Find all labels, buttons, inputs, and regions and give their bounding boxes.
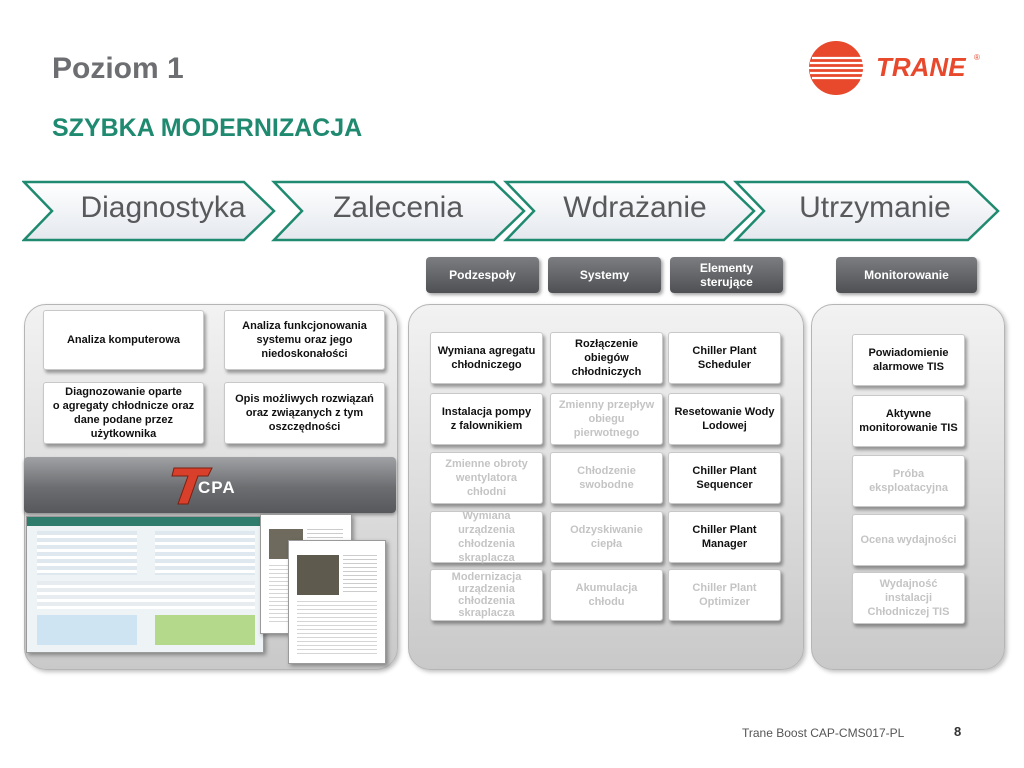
box-diagnozowanie: Diagnozowanie oparte o agregaty chłodnic…: [43, 382, 204, 444]
report-page-thumbnail-front: [288, 540, 386, 664]
item-powiadomienie-alarmowe: Powiadomienie alarmowe TIS: [852, 334, 965, 386]
trane-logo: TRANE ®: [809, 41, 980, 95]
tcpa-label: CPA: [198, 478, 236, 497]
item-wymiana-urzadzenia: Wymiana urządzenia chłodzenia skraplacza: [430, 510, 543, 564]
page-number: 8: [954, 724, 962, 739]
stage-diagnostyka: Diagnostyka: [80, 191, 246, 224]
chevron-wdrazanie: [503, 180, 756, 242]
chevron-zalecenia: [271, 180, 526, 242]
item-aktywne-monitorowanie: Aktywne monitorowanie TIS: [852, 395, 965, 447]
item-instalacja-pompy: Instalacja pompy z falownikiem: [430, 393, 543, 445]
item-chlodzenie-swobodne: Chłodzenie swobodne: [550, 452, 663, 504]
logo-text: TRANE: [876, 52, 966, 82]
box-opis-rozwiazan: Opis możliwych rozwiązań oraz związanych…: [224, 382, 385, 444]
item-zmienne-obroty: Zmienne obroty wentylatora chłodni: [430, 452, 543, 504]
page-title: Poziom 1: [52, 52, 184, 85]
process-chevron-bar: [22, 180, 1000, 242]
header-monitorowanie: Monitorowanie: [836, 257, 977, 293]
item-chiller-plant-manager: Chiller Plant Manager: [668, 511, 781, 563]
chevron-diagnostyka: [22, 180, 276, 242]
header-elementy-sterujace: Elementy sterujące: [670, 257, 783, 293]
box-analiza-komputerowa: Analiza komputerowa: [43, 310, 204, 370]
item-chiller-plant-sequencer: Chiller Plant Sequencer: [668, 452, 781, 504]
stage-utrzymanie: Utrzymanie: [799, 191, 951, 224]
header-systemy: Systemy: [548, 257, 661, 293]
header-podzespoly: Podzespoły: [426, 257, 539, 293]
item-chiller-plant-optimizer: Chiller Plant Optimizer: [668, 569, 781, 621]
stage-wdrazanie: Wdrażanie: [563, 191, 707, 224]
item-akumulacja-chlodu: Akumulacja chłodu: [550, 569, 663, 621]
box-analiza-funkcjonowania: Analiza funkcjonowania systemu oraz jego…: [224, 310, 385, 370]
tcpa-banner: [24, 457, 396, 513]
item-resetowanie-wody-lodowej: Resetowanie Wody Lodowej: [668, 393, 781, 445]
svg-text:®: ®: [974, 53, 980, 62]
item-chiller-plant-scheduler: Chiller Plant Scheduler: [668, 332, 781, 384]
tcpa-logo-icon: [171, 467, 213, 505]
item-proba-eksploatacyjna: Próba eksploatacyjna: [852, 455, 965, 507]
chevron-utrzymanie: [733, 180, 1000, 242]
footer-doc-id: Trane Boost CAP-CMS017-PL: [742, 726, 905, 740]
item-zmienny-przeplyw: Zmienny przepływ obiegu pierwotnego: [550, 393, 663, 445]
item-odzyskiwanie-ciepla: Odzyskiwanie ciepła: [550, 511, 663, 563]
stage-zalecenia: Zalecenia: [332, 191, 464, 224]
page-subtitle: SZYBKA MODERNIZACJA: [52, 114, 363, 142]
item-modernizacja-urzadzenia: Modernizacja urządzenia chłodzenia skrap…: [430, 569, 543, 621]
item-wymiana-agregatu: Wymiana agregatu chłodniczego: [430, 332, 543, 384]
item-ocena-wydajnosci: Ocena wydajności: [852, 514, 965, 566]
analyzer-spreadsheet-thumbnail: [26, 516, 264, 653]
item-rozlaczenie-obiegow: Rozłączenie obiegów chłodniczych: [550, 332, 663, 384]
item-wydajnosc-instalacji: Wydajność instalacji Chłodniczej TIS: [852, 572, 965, 624]
